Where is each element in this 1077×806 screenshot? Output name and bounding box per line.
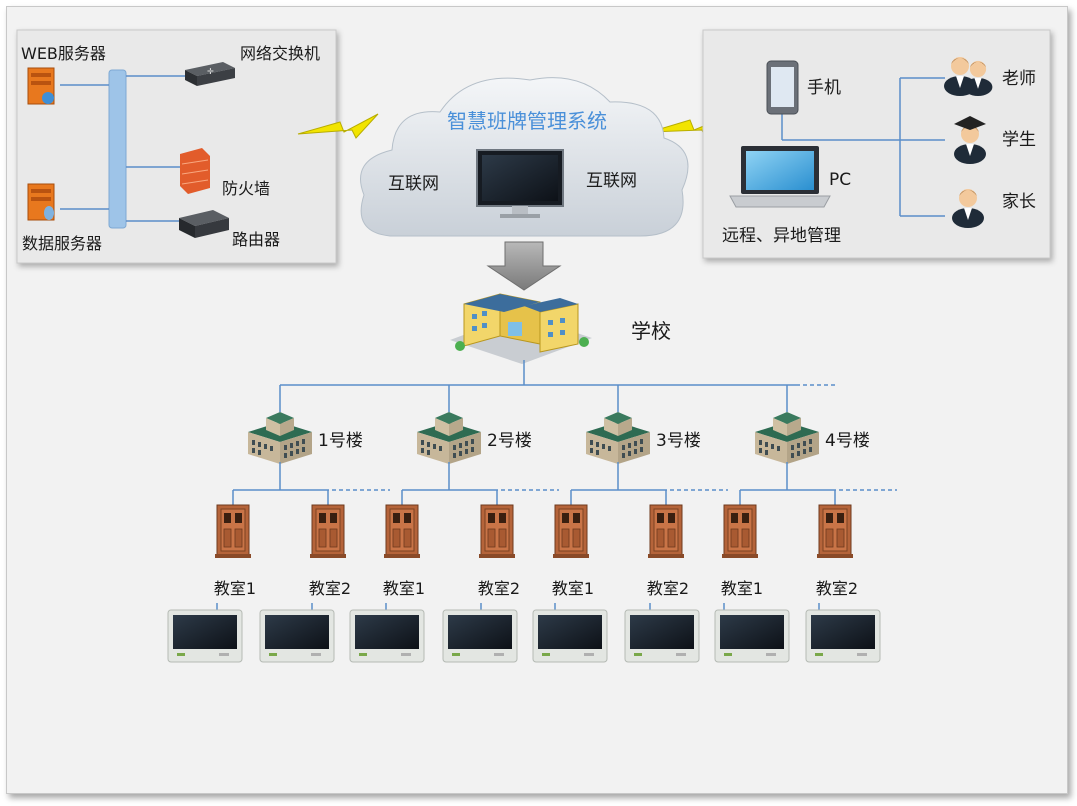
building-label: 3号楼 [656,431,701,451]
firewall-icon [180,148,210,194]
phone-icon [766,60,799,115]
class-board-icon [805,609,881,663]
router-label: 路由器 [232,230,280,249]
remote-management-label: 远程、异地管理 [722,226,841,246]
web-server-label: WEB服务器 [21,44,106,63]
firewall-label: 防火墙 [222,179,270,198]
internet-left-label: 互联网 [388,174,439,194]
classroom-door-icon [721,504,759,559]
building-icon [586,412,650,464]
classroom-label: 教室1 [214,579,256,598]
monitor-icon [476,149,564,218]
left-lightning-icon [297,113,379,139]
school-label: 学校 [631,319,671,343]
class-board-icon [259,609,335,663]
building-icon [755,412,819,464]
classroom-door-icon [647,504,685,559]
building-icon [417,412,481,464]
network-switch-icon: ✛ [185,62,235,86]
cloud-title: 智慧班牌管理系统 [447,109,607,133]
web-server-icon [27,67,55,105]
classroom-label: 教室2 [647,579,689,598]
class-board-icon [624,609,700,663]
phone-label: 手机 [807,78,841,98]
parent-label: 家长 [1002,192,1036,212]
classroom-label: 教室1 [383,579,425,598]
building-label: 2号楼 [487,431,532,451]
network-backbone [108,69,127,229]
laptop-icon [729,146,831,208]
student-icon [954,116,986,164]
cloud: 智慧班牌管理系统 互联网 互联网 [360,77,689,237]
classroom-door-icon [816,504,854,559]
classroom-label: 教室1 [721,579,763,598]
classroom-label: 教室1 [552,579,594,598]
data-server-label: 数据服务器 [22,234,102,253]
network-switch-label: 网络交换机 [240,44,320,63]
classroom-door-icon [214,504,252,559]
classroom-door-icon [383,504,421,559]
class-board-icon [442,609,518,663]
pc-label: PC [829,170,851,190]
internet-right-label: 互联网 [586,171,637,191]
building-label: 4号楼 [825,431,870,451]
class-board-icon [532,609,608,663]
building-icon [248,412,312,464]
classroom-door-icon [309,504,347,559]
client-panel: 手机 PC 远程、异地管理 老师 学生 家长 [702,29,1051,259]
teacher-label: 老师 [1002,69,1036,89]
classroom-door-icon [552,504,590,559]
svg-text:✛: ✛ [207,67,214,76]
classroom-label: 教室2 [309,579,351,598]
classroom-label: 教室2 [816,579,858,598]
class-board-icon [349,609,425,663]
class-board-icon [167,609,243,663]
classroom-label: 教室2 [478,579,520,598]
router-icon [179,210,229,238]
server-panel: WEB服务器 ✛ 网络交换机 防火墙 路由器 [16,29,337,264]
down-arrow-icon [486,241,562,291]
building-label: 1号楼 [318,431,363,451]
class-board-icon [714,609,790,663]
school-icon [450,293,592,364]
student-label: 学生 [1002,130,1036,150]
data-server-icon [27,183,55,221]
classroom-door-icon [478,504,516,559]
